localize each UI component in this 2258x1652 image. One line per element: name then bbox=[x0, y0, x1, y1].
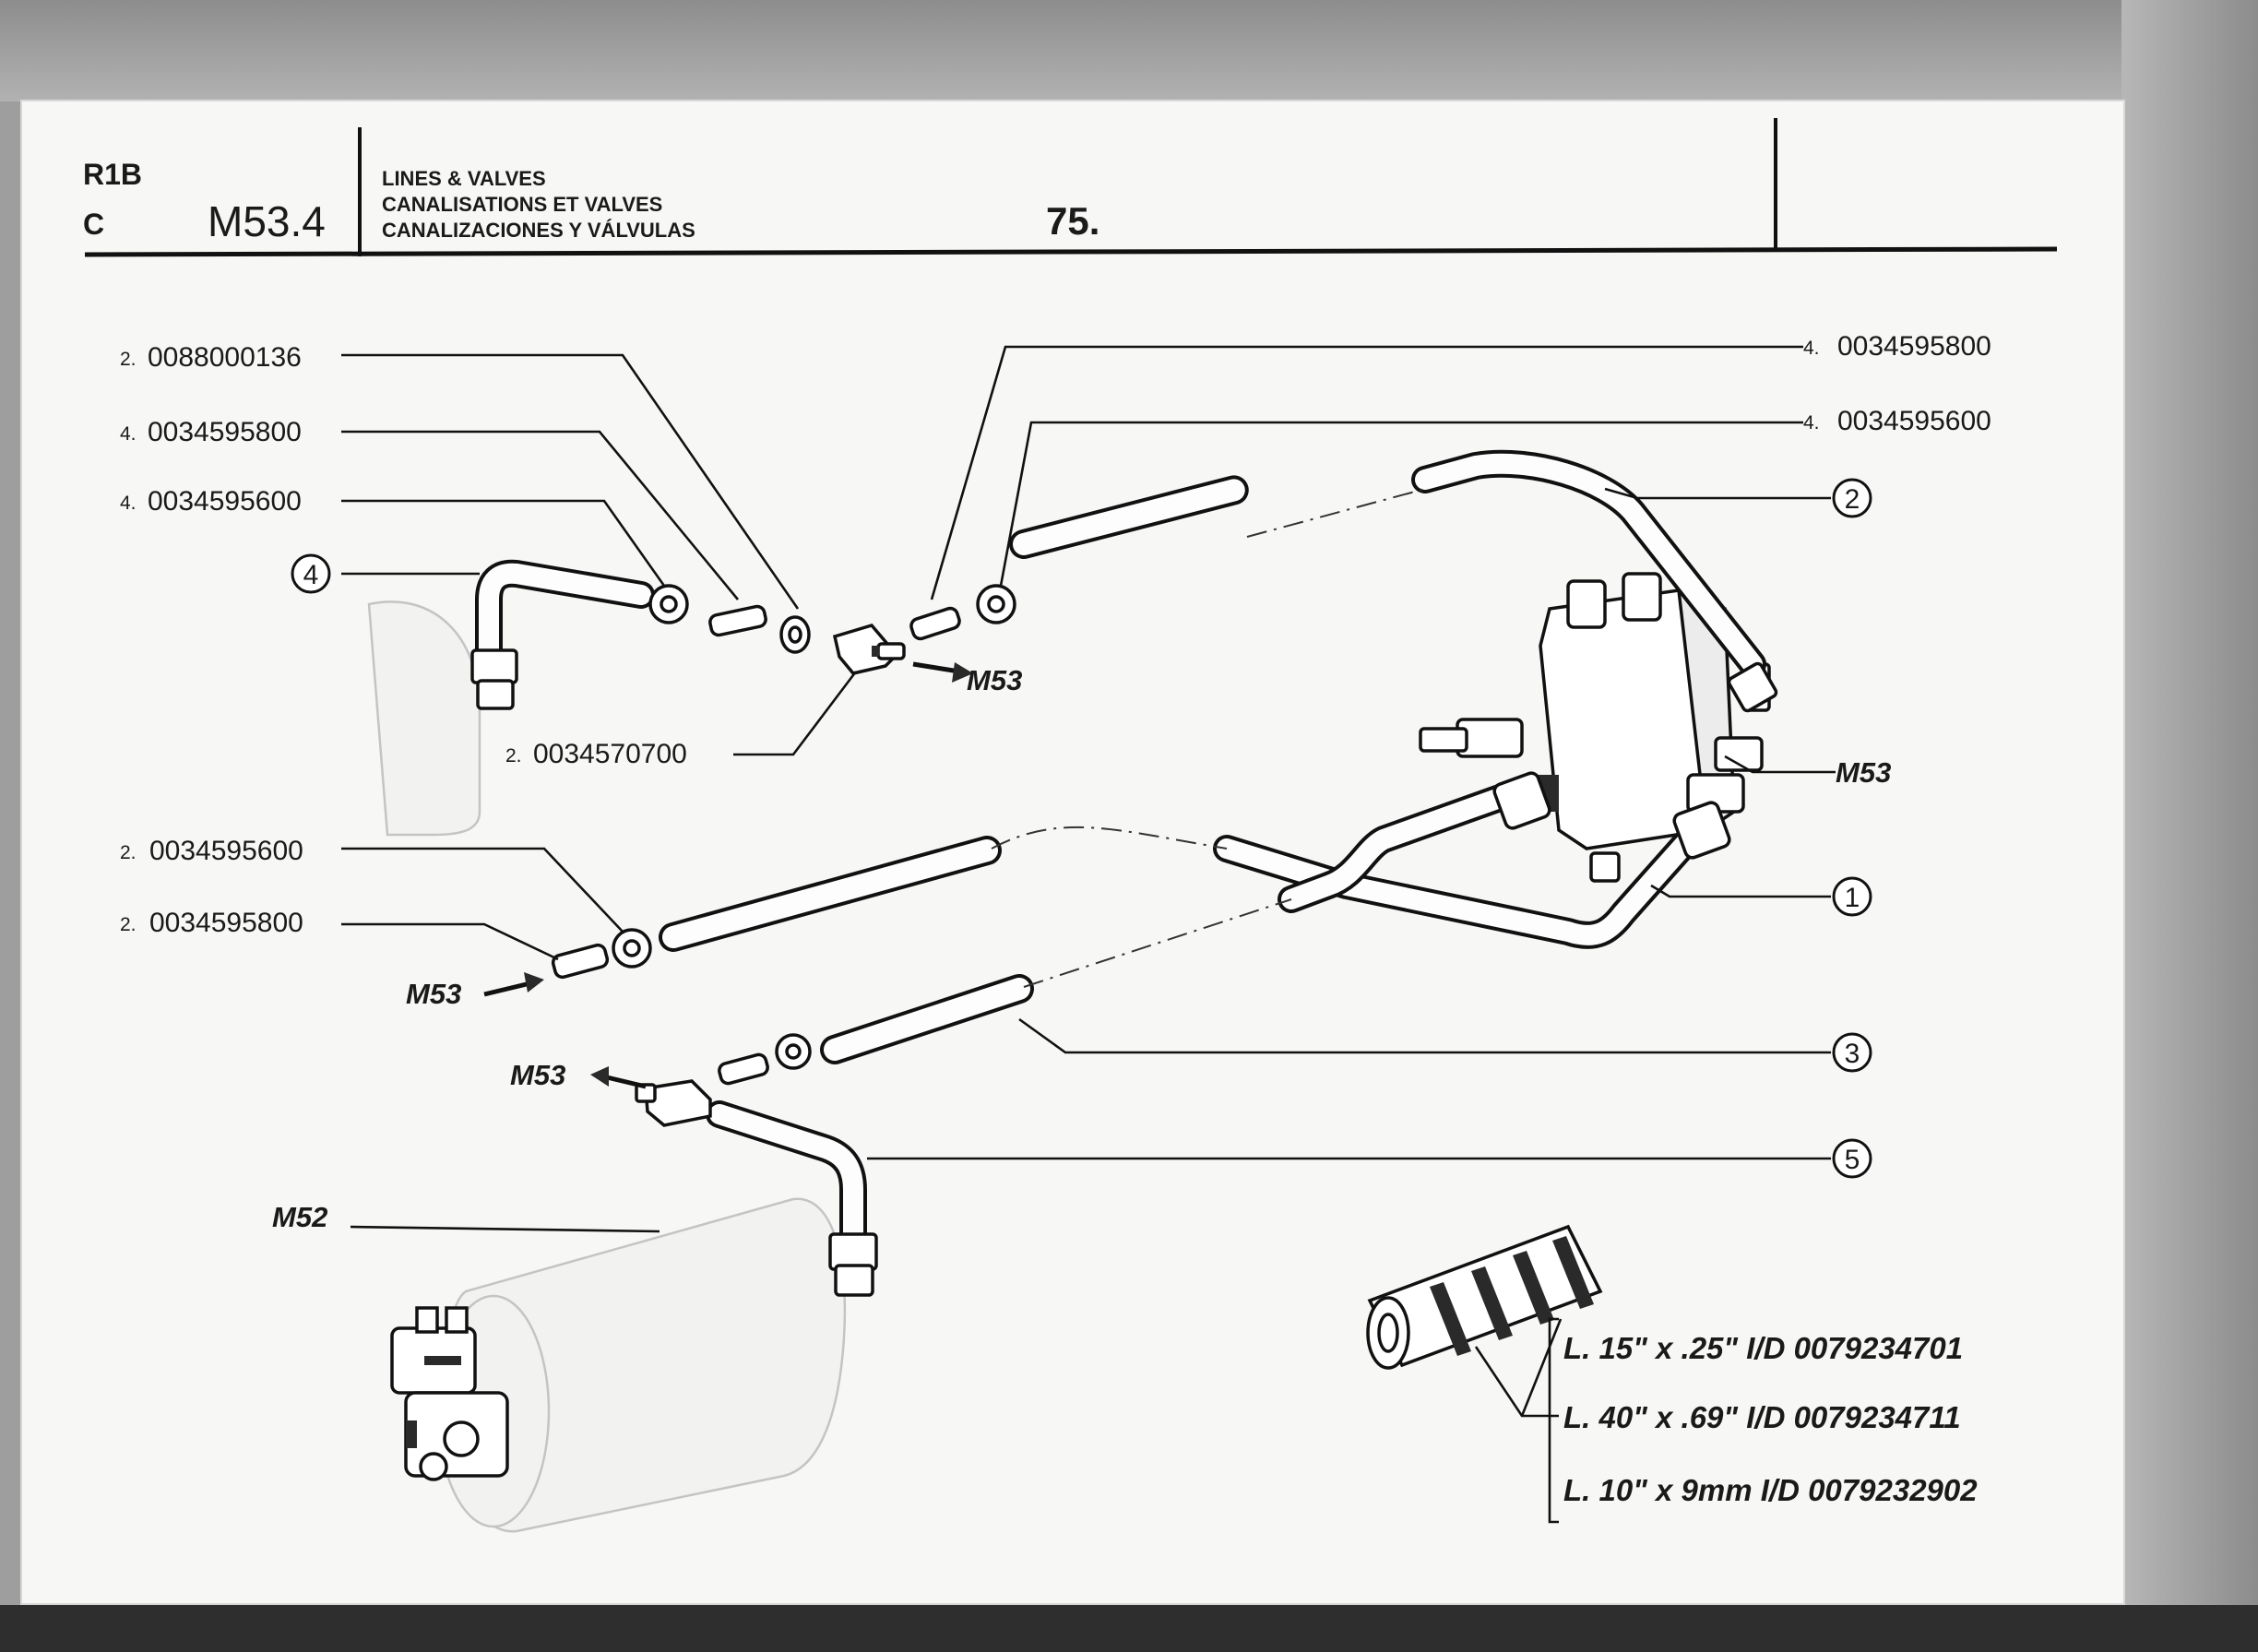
ref-m53-upper: M53 bbox=[967, 664, 1022, 696]
ghost-tank-upper bbox=[367, 600, 481, 837]
lower-fittings bbox=[635, 1033, 812, 1127]
callout-qty: 2. bbox=[120, 842, 137, 863]
straight-pipes bbox=[659, 475, 1426, 1064]
svg-text:3: 3 bbox=[1845, 1039, 1860, 1069]
air-tank bbox=[390, 1197, 847, 1533]
header-rule bbox=[84, 246, 2058, 257]
section-code: M53.4 bbox=[208, 197, 326, 245]
tee-fitting bbox=[832, 623, 906, 675]
connector-middle bbox=[551, 943, 610, 980]
callout-part-number: 0034595600 bbox=[1837, 406, 1991, 436]
svg-text:2: 2 bbox=[1845, 484, 1860, 515]
callout-part-number: 0034570700 bbox=[533, 739, 687, 769]
spiral-hose-icon bbox=[1366, 1224, 1603, 1370]
arrow-to-m53-lower bbox=[606, 1075, 647, 1089]
callout-qty: 2. bbox=[120, 349, 137, 370]
ref-m53-right: M53 bbox=[1836, 756, 1891, 789]
variant-code: C bbox=[83, 208, 104, 241]
callout-qty: 4. bbox=[1803, 412, 1820, 434]
upper-fittings bbox=[648, 584, 1016, 675]
callout-qty: 4. bbox=[120, 423, 137, 445]
ref-m52: M52 bbox=[272, 1201, 327, 1233]
tee-fitting-lower bbox=[635, 1079, 712, 1127]
connector-upper-left bbox=[708, 604, 767, 637]
arrow-from-m53-middle bbox=[483, 981, 531, 997]
hose-spec-3: L. 10" x 9mm I/D 0079232902 bbox=[1563, 1473, 1978, 1507]
item-number-5: 5 bbox=[1832, 1138, 1872, 1179]
arrow-to-m53-upper bbox=[912, 661, 960, 674]
connector-upper-right bbox=[909, 606, 961, 641]
middle-fittings bbox=[551, 928, 652, 980]
hose-spec-1: L. 15" x .25" I/D 0079234701 bbox=[1563, 1331, 1963, 1365]
title-french: CANALISATIONS ET VALVES bbox=[382, 193, 662, 216]
scan-background-top bbox=[0, 0, 2258, 101]
connector-lower bbox=[718, 1052, 769, 1086]
hose-specs: L. 15" x .25" I/D 0079234701 L. 40" x .6… bbox=[1563, 1331, 1978, 1507]
callout-part-number: 0034595800 bbox=[149, 908, 303, 938]
item-number-1: 1 bbox=[1832, 876, 1872, 917]
svg-text:5: 5 bbox=[1845, 1145, 1860, 1175]
ref-m53-lower: M53 bbox=[510, 1059, 565, 1091]
pipe-4 bbox=[470, 559, 655, 710]
title-english: LINES & VALVES bbox=[382, 167, 546, 190]
callout-part-number: 0088000136 bbox=[148, 342, 302, 373]
header: R1B C M53.4 LINES & VALVES CANALISATIONS… bbox=[83, 118, 2058, 257]
callout-part-number: 0034595600 bbox=[148, 486, 302, 517]
flow-arrows bbox=[483, 661, 973, 1089]
pipe-1 bbox=[1213, 771, 1731, 949]
washer-upper bbox=[779, 615, 811, 654]
ref-m53-middle: M53 bbox=[406, 978, 461, 1010]
nut-middle bbox=[612, 928, 652, 969]
scan-background-bottom bbox=[0, 1605, 2258, 1652]
item-number-2: 2 bbox=[1832, 478, 1872, 518]
hose-spec-2: L. 40" x .69" I/D 0079234711 bbox=[1563, 1400, 1961, 1434]
callout-part-number: 0034595600 bbox=[149, 836, 303, 866]
callouts-right: 4. 0034595800 4. 0034595600 bbox=[1803, 331, 1991, 436]
callout-qty: 2. bbox=[505, 745, 522, 767]
callout-qty: 2. bbox=[120, 914, 137, 935]
callout-part-number: 0034595800 bbox=[1837, 331, 1991, 362]
drain-valve-assembly bbox=[390, 1306, 509, 1481]
reference-labels: M53 M53 M53 M53 M52 bbox=[272, 664, 1891, 1233]
pipe-5 bbox=[706, 1100, 878, 1297]
nut-upper-right bbox=[976, 584, 1016, 624]
scan-background-right bbox=[2121, 0, 2258, 1652]
callouts-mid: 2. 0034595600 2. 0034595800 bbox=[120, 836, 303, 938]
title-spanish: CANALIZACIONES Y VÁLVULAS bbox=[382, 219, 695, 242]
nut-upper-left bbox=[648, 584, 689, 624]
page-number: 75. bbox=[1046, 199, 1099, 243]
callouts-left: 2. 0088000136 4. 0034595800 4. 003459560… bbox=[120, 342, 687, 769]
leader-lines bbox=[341, 345, 1836, 1524]
svg-text:4: 4 bbox=[303, 560, 319, 590]
pipe-2 bbox=[1411, 449, 1778, 713]
callout-qty: 4. bbox=[1803, 338, 1820, 359]
catalog-sheet bbox=[20, 100, 2125, 1605]
item-number-3: 3 bbox=[1832, 1032, 1872, 1073]
relay-valve-block bbox=[1419, 572, 1771, 883]
svg-text:1: 1 bbox=[1845, 883, 1860, 913]
nut-lower bbox=[775, 1033, 812, 1070]
model-code: R1B bbox=[83, 158, 142, 191]
callout-qty: 4. bbox=[120, 493, 137, 514]
item-number-4: 4 bbox=[291, 553, 331, 594]
callout-part-number: 0034595800 bbox=[148, 417, 302, 447]
